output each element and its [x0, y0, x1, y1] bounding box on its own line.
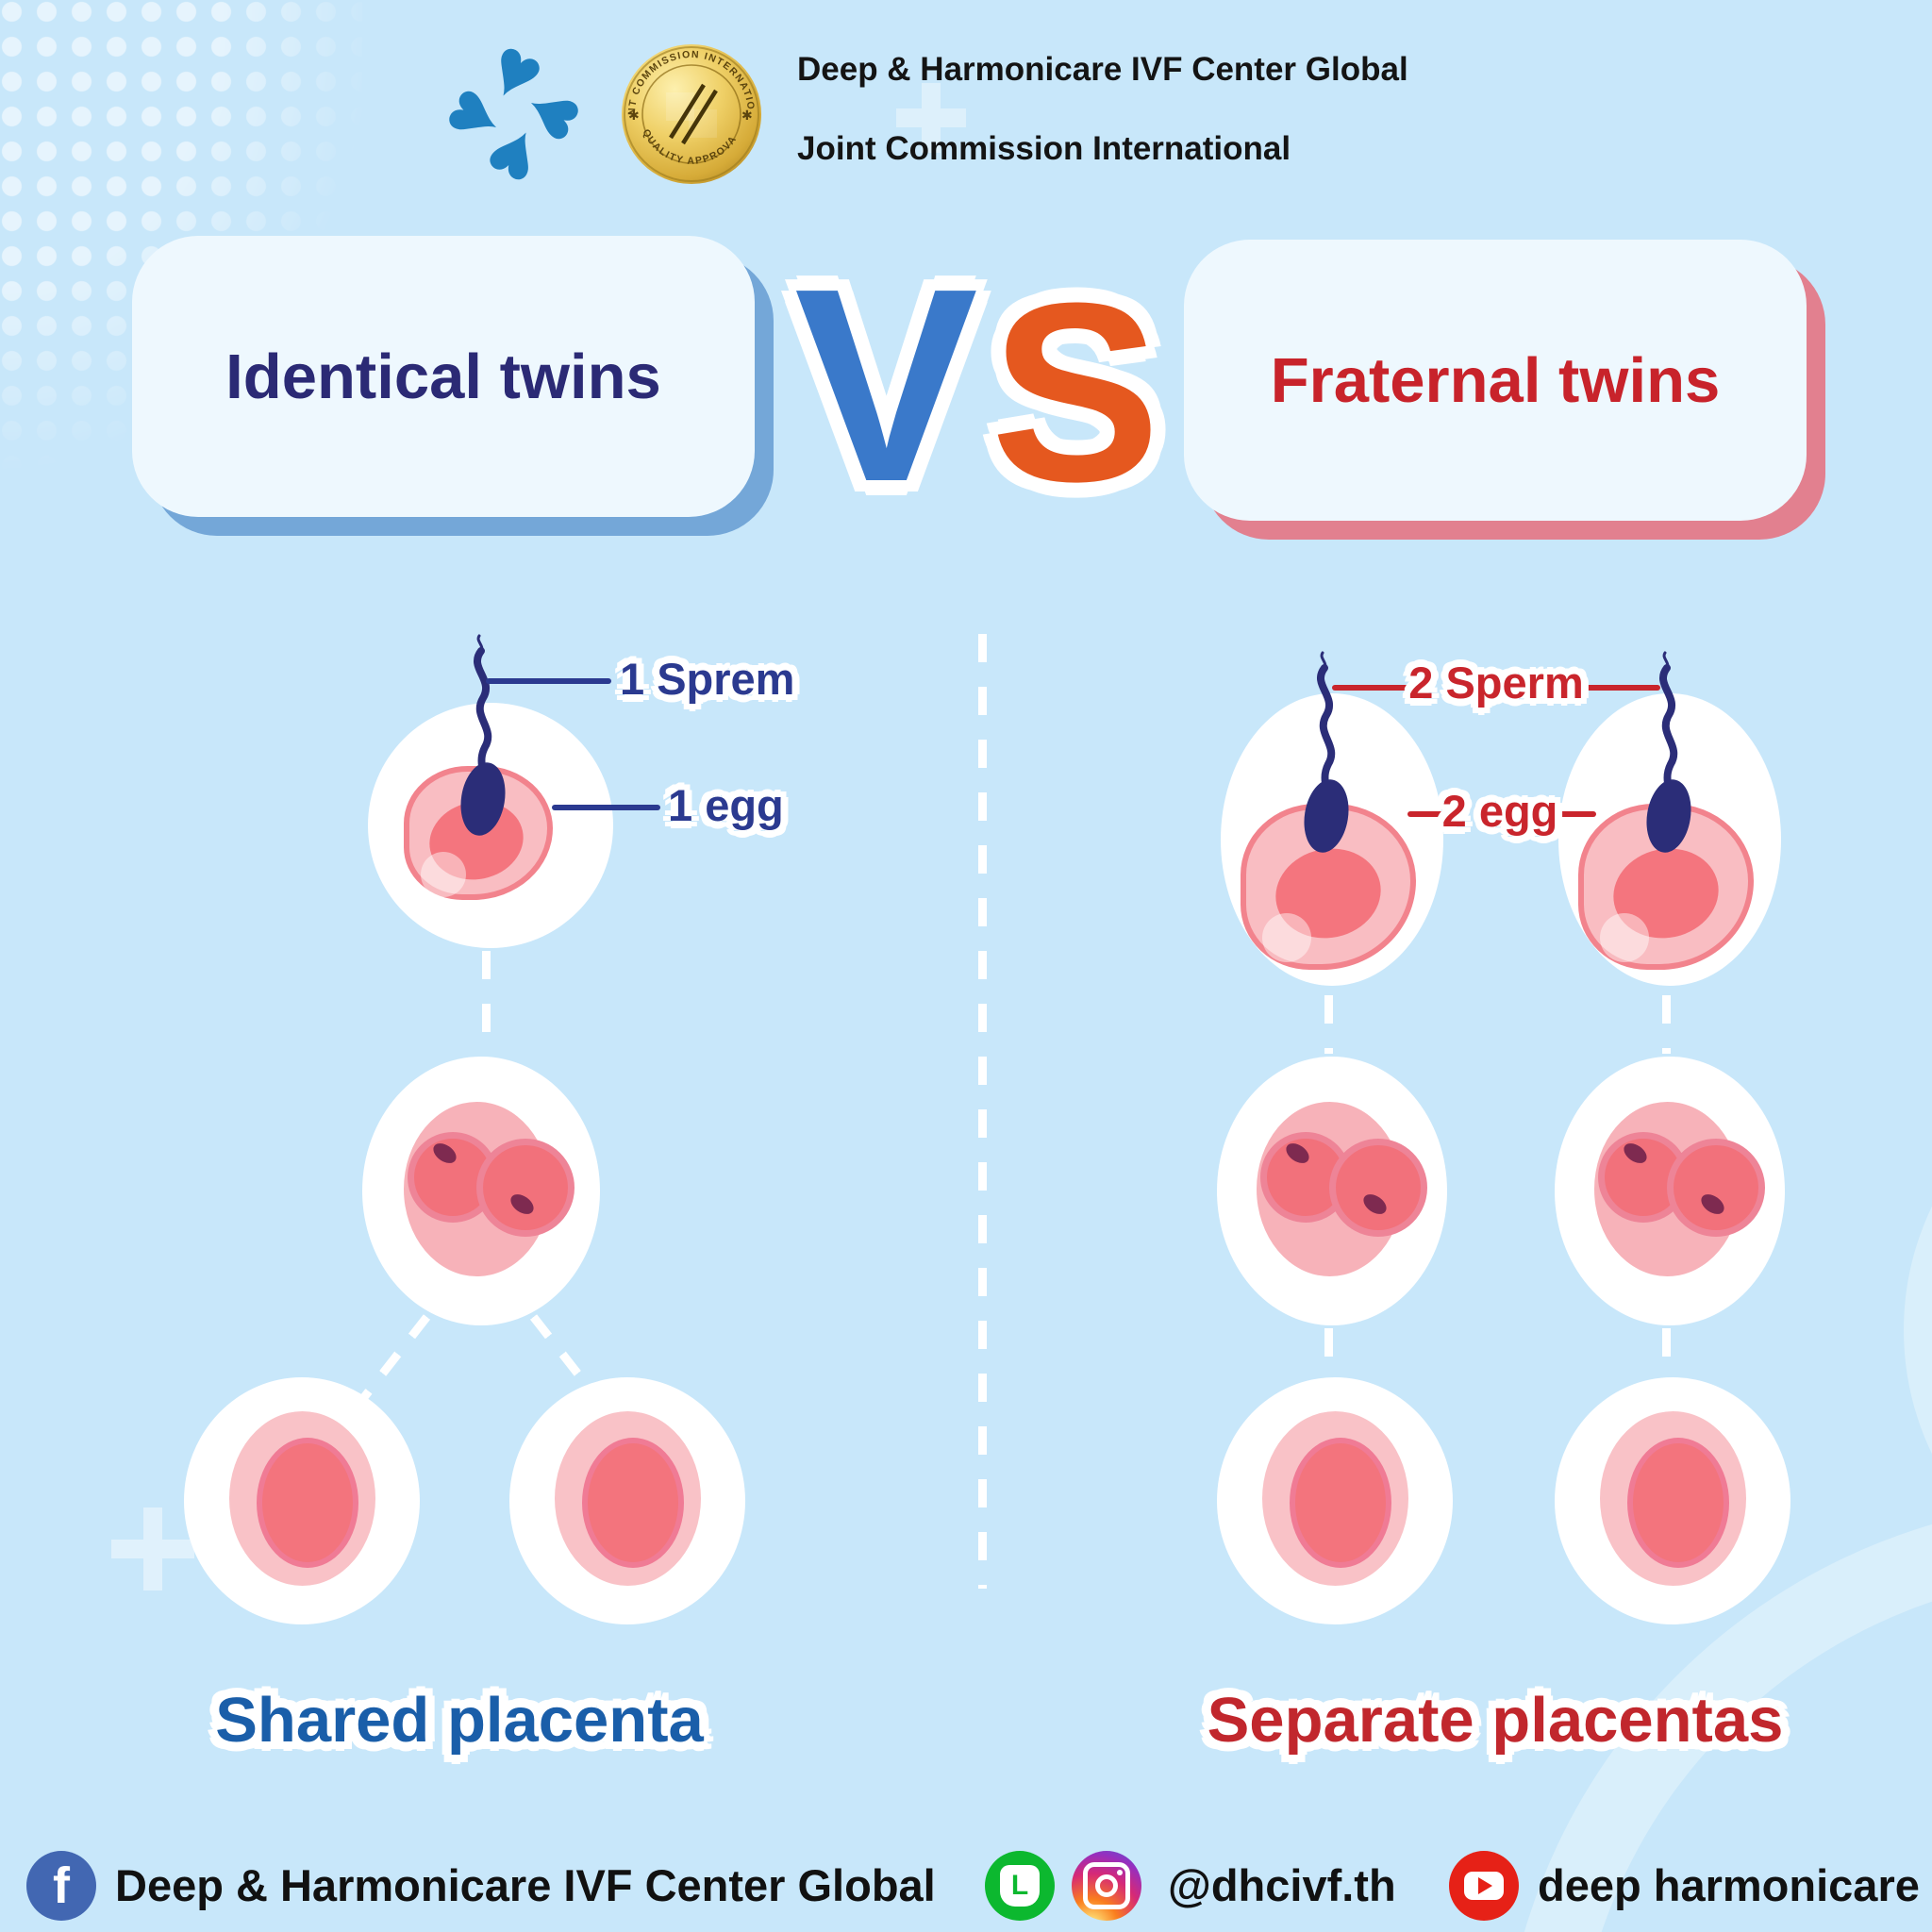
shared-placenta-label: Shared placenta — [215, 1685, 704, 1756]
separate-placentas-label: Separate placentas — [1207, 1685, 1784, 1756]
left-egg-label: 1 egg — [668, 780, 784, 830]
right-sperm-icon-2 — [1627, 651, 1707, 868]
embryo-cell — [1667, 1139, 1765, 1237]
fraternal-twins-card: Fraternal twins — [1184, 240, 1807, 521]
column-divider-dashed-line — [978, 634, 987, 1589]
sperm-pointer-line — [486, 678, 611, 684]
accreditation-name: Joint Commission International — [797, 130, 1291, 167]
embryo-cell — [476, 1139, 575, 1237]
medal-star-right: ✱ — [741, 108, 753, 123]
plus-decoration-left — [111, 1507, 194, 1591]
embryo-cell — [1329, 1139, 1427, 1237]
left-sperm-label: 1 Sprem — [620, 654, 795, 704]
identical-twins-title: Identical twins — [225, 341, 661, 412]
identical-twins-card: Identical twins — [132, 236, 755, 517]
right-egg-label: 2 egg — [1441, 786, 1558, 836]
facebook-icon: f — [26, 1851, 96, 1921]
facebook-page-name: Deep & Harmonicare IVF Center Global — [115, 1860, 936, 1910]
medal-star-left: ✱ — [628, 108, 640, 123]
instagram-handle: @dhcivf.th — [1168, 1860, 1396, 1910]
youtube-icon — [1449, 1851, 1519, 1921]
split-connector-left — [354, 1314, 431, 1409]
egg-pointer-line — [552, 805, 660, 810]
clinic-logo-icon: ♥ ♥ ♥ ♥ — [420, 19, 608, 209]
jci-medal-icon: JOINT COMMISSION INTERNATIONAL QUALITY A… — [616, 35, 762, 185]
fraternal-twins-title: Fraternal twins — [1270, 344, 1721, 416]
left-connector-dashed — [482, 951, 491, 1051]
org-name: Deep & Harmonicare IVF Center Global — [797, 51, 1408, 88]
line-icon: L — [985, 1851, 1055, 1921]
instagram-icon — [1072, 1851, 1141, 1921]
right-sperm-label: 2 Sperm — [1408, 658, 1584, 708]
right-sperm-icon-1 — [1285, 651, 1364, 868]
youtube-channel-name: deep harmonicare — [1538, 1860, 1920, 1910]
plus-decoration-top — [896, 83, 966, 153]
vs-letter-v: V — [794, 231, 978, 539]
vs-letter-s: S — [991, 251, 1161, 535]
left-sperm-icon — [441, 634, 521, 851]
